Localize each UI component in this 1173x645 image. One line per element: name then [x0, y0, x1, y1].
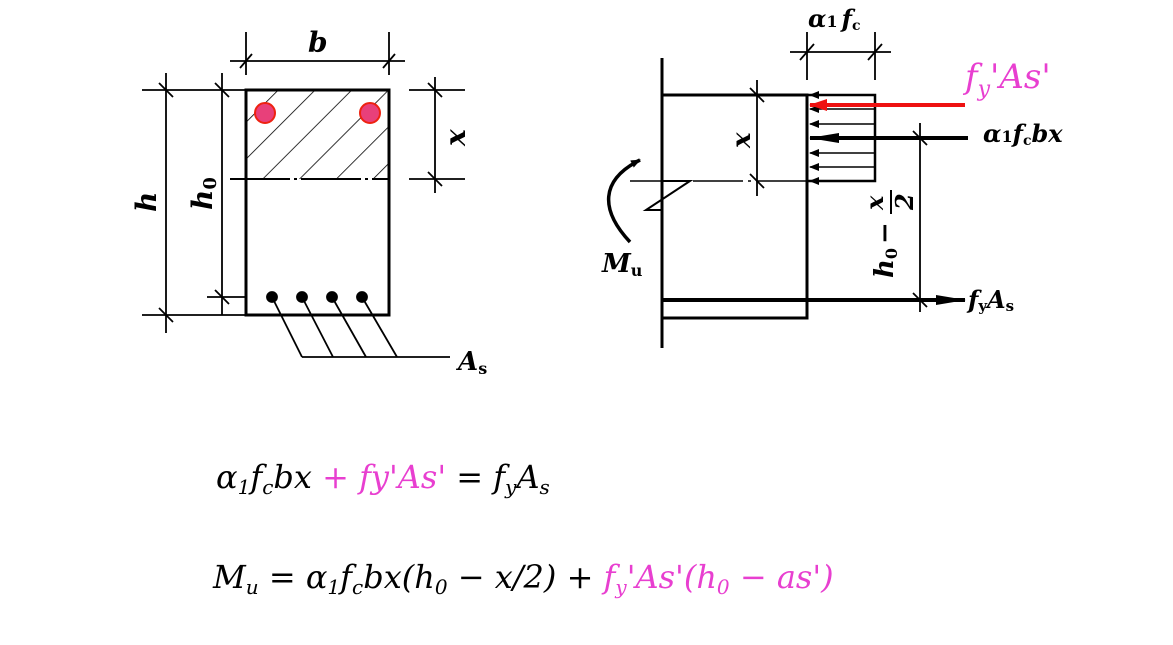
stress-dimension [790, 32, 891, 80]
compression-rebar [359, 102, 381, 124]
height-label: h [130, 192, 163, 212]
depth-label: x [439, 129, 472, 147]
width-dimension [230, 32, 405, 75]
moment-label: Mu [601, 249, 643, 280]
tension-force-label: fyAs [966, 285, 1014, 315]
steel-area-label: As [455, 347, 487, 378]
lever-arm-dimension [912, 123, 928, 312]
section-outline [244, 88, 391, 317]
effective-depth-label: h0 [186, 177, 221, 210]
beam-outline [662, 93, 809, 320]
depth-label: x [727, 132, 757, 149]
cross-section [142, 32, 465, 358]
depth-dimension [409, 77, 465, 193]
compression-rebar [254, 102, 276, 124]
moment-equilibrium-equation: Mu = α1fcbx(h0 − x/2) + fy'As'(h0 − as') [213, 558, 834, 599]
free-body [606, 32, 968, 348]
height-dimension [142, 73, 246, 333]
lever-arm-label: h0− x 2 [860, 190, 919, 278]
svg-text:x: x [860, 195, 889, 211]
stress-arrows [809, 91, 875, 185]
moment-arrow [606, 158, 641, 244]
tension-rebars [266, 291, 450, 358]
force-equilibrium-equation: α1fcbx + fy'As' = fyAs [216, 458, 550, 499]
svg-text:2: 2 [890, 193, 919, 211]
compression-steel-force-label: fy'As' [962, 57, 1051, 102]
break-symbol [642, 180, 694, 211]
svg-text:h0: h0 [186, 177, 221, 210]
concrete-force-label: α1fcbx [983, 119, 1063, 149]
width-label: b [308, 26, 328, 59]
svg-text:h0−: h0− [870, 222, 901, 278]
depth-dimension [749, 80, 765, 196]
